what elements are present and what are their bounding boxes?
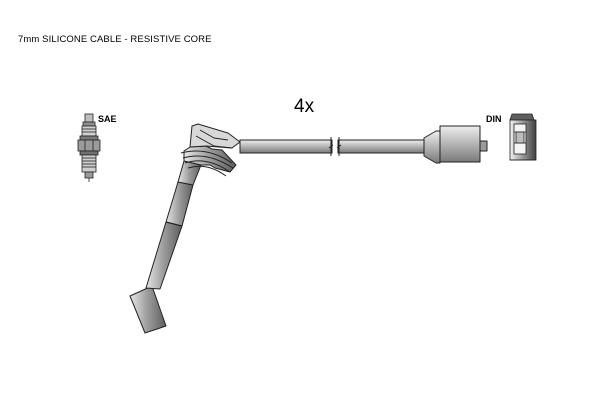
quantity-label: 4x	[294, 96, 315, 117]
coil-boot	[423, 125, 488, 164]
sae-label: SAE	[98, 114, 117, 124]
cable	[239, 137, 429, 156]
din-label: DIN	[486, 114, 502, 124]
spark-plug-icon	[77, 113, 101, 182]
din-terminal-icon	[509, 113, 537, 161]
cable-spec-text: 7mm SILICONE CABLE - RESISTIVE CORE	[18, 34, 212, 45]
plug-boot	[129, 123, 241, 334]
